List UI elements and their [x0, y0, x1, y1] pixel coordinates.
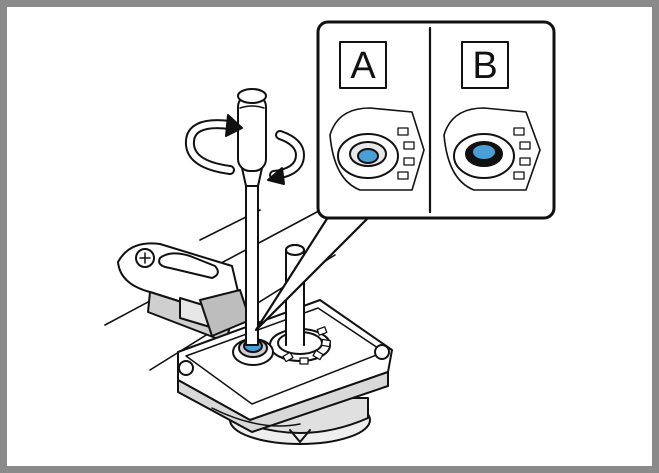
- panel-b-label: B: [472, 45, 497, 87]
- callout-panel-b: B: [443, 41, 541, 191]
- rotation-arrows-icon: [184, 114, 305, 185]
- gear-assembly: [269, 244, 332, 365]
- detail-callout: A B: [316, 20, 556, 220]
- panel-b-screw-icon: [471, 143, 497, 161]
- panel-a-label: A: [350, 45, 376, 87]
- housing-screw-left-icon: [178, 360, 194, 376]
- screwdriver-icon: [237, 88, 267, 346]
- housing-screw-right-icon: [374, 344, 390, 360]
- callout-panel-a: A: [329, 41, 425, 191]
- panel-a-screw-icon: [357, 148, 379, 164]
